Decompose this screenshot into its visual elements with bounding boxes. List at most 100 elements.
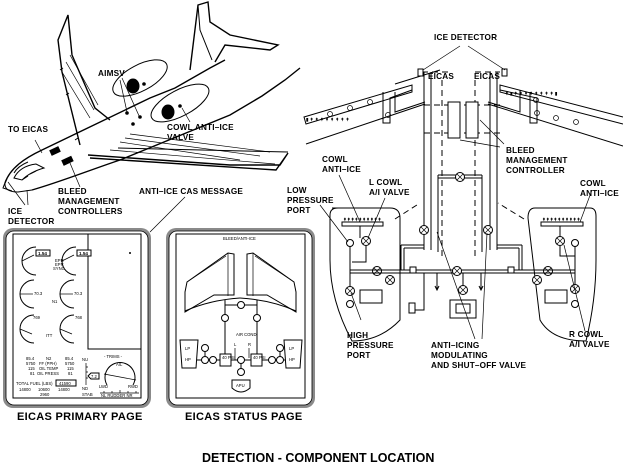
ground-connection xyxy=(408,302,416,314)
label-r-cowl-ai-valve: R COWL xyxy=(569,330,603,339)
label-ice-detector-schematic: ICE DETECTOR xyxy=(434,33,497,42)
label-cowl-anti-ice-left: COWL xyxy=(322,155,348,164)
oil-temp-left: 115 xyxy=(28,366,35,371)
trims-title: - TRIMS - xyxy=(104,354,123,359)
label-high-pressure-port-2: PRESSURE xyxy=(347,341,394,350)
label-l-cowl-ai-valve-2: A/I VALVE xyxy=(369,188,410,197)
label-high-pressure-port-3: PORT xyxy=(347,351,371,360)
label-high-pressure-port: HIGH xyxy=(347,331,368,340)
status-left-lp-valve xyxy=(201,344,209,352)
status-right-lp-valve xyxy=(276,344,284,352)
status-center-valve xyxy=(237,356,245,364)
high-pressure-leader xyxy=(350,292,362,321)
aileron-trim-needle xyxy=(103,373,137,381)
schematic-right-wing: ↟ ▮ ↟ ↟ ↟ ↟ ↟ ↟ ↟ ↟ ▮ xyxy=(487,84,623,147)
label-low-pressure-port-2: PRESSURE xyxy=(287,196,334,205)
schematic-signal-wires xyxy=(422,71,504,260)
left-engine-nacelle xyxy=(112,59,168,97)
label-cowl-anti-ice-right: COWL xyxy=(580,179,606,188)
pitch-trim-pointer xyxy=(87,372,100,380)
fuel-right-tank: 14800 xyxy=(58,387,70,392)
label-l-cowl-ai-valve: L COWL xyxy=(369,178,402,187)
label-cowl-anti-ice-right-2: ANTI–ICE xyxy=(580,189,619,198)
n1-gauge-right xyxy=(59,279,75,309)
status-r-label: R xyxy=(248,342,251,347)
total-fuel-label: TOTAL FUEL (LBS) xyxy=(16,381,53,386)
fuel-center-tank: 10600 xyxy=(38,387,50,392)
epr-label-2: EPR xyxy=(55,262,64,267)
status-apu-label: APU xyxy=(236,383,245,388)
label-cowl-anti-ice-valve-2: VALVE xyxy=(167,133,194,142)
itt-gauge-left xyxy=(19,314,35,344)
cockpit-windows xyxy=(13,163,46,181)
cowl-left-leader xyxy=(338,174,361,223)
status-apu xyxy=(231,379,251,393)
status-left-wing-valve xyxy=(221,314,229,322)
right-precooler xyxy=(544,289,568,304)
status-right-hp-valve xyxy=(276,356,284,364)
schematic-left-wing: ▮ ↟ ↟ ↟ ↟ ↟ ↟ ↟ ↟ xyxy=(303,69,441,145)
pitch-trim-scale xyxy=(85,363,88,385)
right-wing xyxy=(87,152,289,171)
n1-value-right: 70.3 xyxy=(74,291,83,296)
svg-text:↟ ▮ ↟ ↟ ↟ ↟ ↟ ↟ ↟ ↟ ▮: ↟ ▮ ↟ ↟ ↟ ↟ ↟ ↟ ↟ ↟ ▮ xyxy=(505,91,558,96)
bleed-manifold xyxy=(350,269,575,274)
bmc-leaders xyxy=(459,119,505,148)
status-air-cond-label: AIR COND xyxy=(236,332,256,337)
fuel-left-tank: 14800 xyxy=(19,387,31,392)
label-aimsv: AIMSV xyxy=(98,69,125,78)
schematic-fuselage-ducts xyxy=(423,72,498,250)
svg-text:↟↟↟↟↟↟↟↟↟↟: ↟↟↟↟↟↟↟↟↟↟ xyxy=(542,217,581,222)
to-eicas-leader xyxy=(34,139,43,154)
ff-right: 5750 xyxy=(65,361,75,366)
label-amsov-3: AND SHUT–OFF VALVE xyxy=(431,361,527,370)
high-pressure-port xyxy=(346,300,354,308)
status-l-label: L xyxy=(234,342,237,347)
anti-ice-schematic: ▮ ↟ ↟ ↟ ↟ ↟ ↟ ↟ ↟ ↟ ▮ ↟ ↟ ↟ ↟ ↟ ↟ ↟ ↟ ▮ … xyxy=(287,33,623,370)
ice-detector-leaders xyxy=(422,45,506,71)
n2-label: N2 xyxy=(46,356,52,361)
label-bleed-controllers: BLEED xyxy=(58,187,87,196)
label-low-pressure-port: LOW xyxy=(287,186,307,195)
low-pressure-leader xyxy=(319,204,349,243)
label-bmc-3: CONTROLLER xyxy=(506,166,565,175)
lwd-label: LWD xyxy=(99,384,108,389)
label-cowl-anti-ice-left-2: ANTI–ICE xyxy=(322,165,361,174)
right-low-pressure-port xyxy=(571,239,579,247)
epr-label-1: EPR xyxy=(55,258,64,263)
status-right-psi-box xyxy=(250,353,263,367)
itt-value-left: 769 xyxy=(33,315,41,320)
engine-parameter-table: 85.4 N2 85.4 5750 FF (PPH) 5750 115 OIL … xyxy=(26,356,75,376)
label-r-cowl-ai-valve-2: A/I VALVE xyxy=(569,340,610,349)
bleed-leader xyxy=(69,162,81,188)
rudder-trim-scale xyxy=(100,390,139,394)
ice-detector-left xyxy=(417,68,424,77)
label-ice-detector-2: DETECTOR xyxy=(8,217,54,226)
oil-temp-label: OIL TEMP xyxy=(39,366,59,371)
epr-readout-left-box xyxy=(35,249,51,257)
label-to-eicas: TO EICAS xyxy=(8,125,48,134)
bleed-controller-2 xyxy=(61,155,74,166)
air-cond-outlets xyxy=(434,273,484,292)
label-amsov: ANTI–ICING xyxy=(431,341,479,350)
pitch-trim-nu: NU xyxy=(82,357,88,362)
svg-text:▮ ↟ ↟ ↟ ↟ ↟ ↟ ↟ ↟: ▮ ↟ ↟ ↟ ↟ ↟ ↟ ↟ ↟ xyxy=(306,117,350,122)
caption-eicas-primary-page: EICAS PRIMARY PAGE xyxy=(17,411,143,423)
right-nacelle: ↟↟↟↟↟↟↟↟↟↟ xyxy=(527,207,597,342)
fuel-aux: 2960 xyxy=(40,392,50,397)
left-nacelle: ↟↟↟↟↟↟↟↟↟↟ xyxy=(329,207,401,342)
label-eicas-left: EICAS xyxy=(428,72,454,81)
aircraft-drawing: AIMSV TO EICAS COWL ANTI–ICE VALVE BLEED… xyxy=(2,1,301,233)
epr-gauge-right xyxy=(61,246,77,276)
status-left-psi: 40 PSI xyxy=(222,355,235,360)
label-anti-ice-cas-message: ANTI–ICE CAS MESSAGE xyxy=(139,187,243,196)
label-bleed-controllers-3: CONTROLLERS xyxy=(58,207,123,216)
left-engine-intake xyxy=(126,78,140,94)
status-right-wing-valve xyxy=(253,314,261,322)
bleed-controller-1 xyxy=(49,146,61,156)
epr-readout-left: 1.54 xyxy=(38,251,47,256)
label-bleed-controllers-2: MANAGEMENT xyxy=(58,197,120,206)
n2-right: 85.4 xyxy=(65,356,74,361)
status-apu-valve xyxy=(237,368,245,376)
vertical-tail xyxy=(189,1,280,71)
